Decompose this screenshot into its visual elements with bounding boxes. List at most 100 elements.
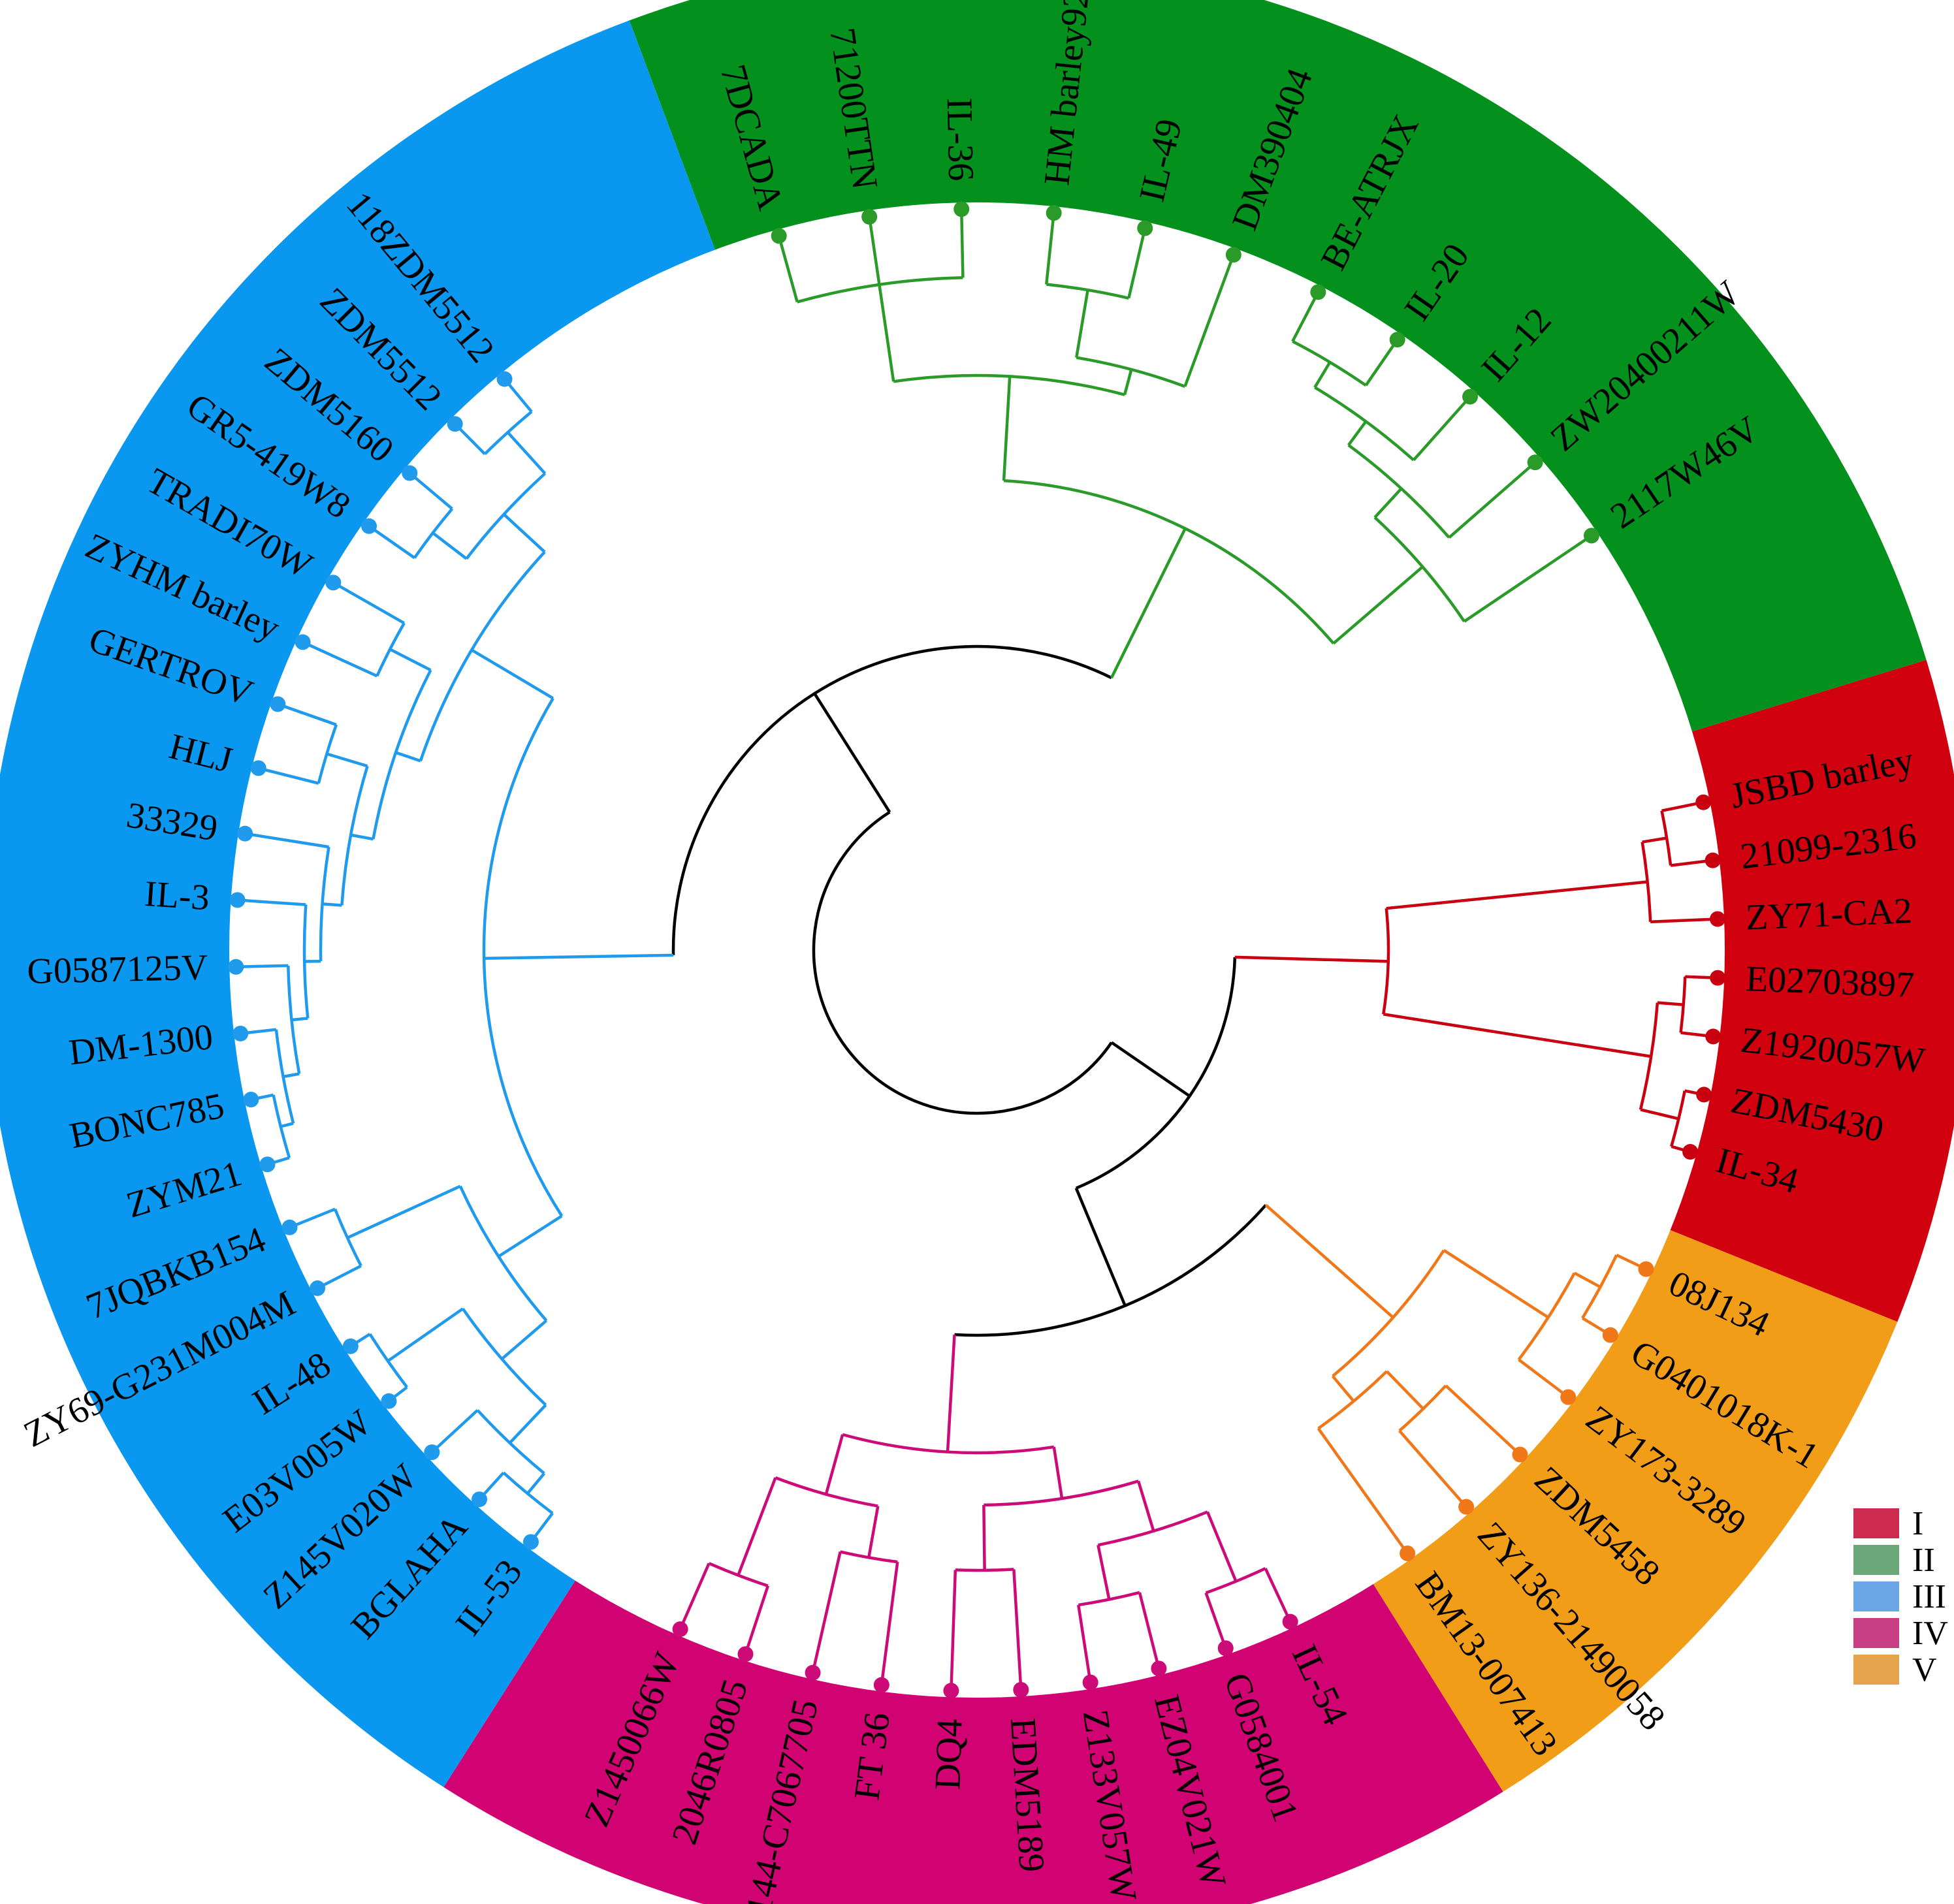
branch-arc-104 [302,904,310,1019]
branch-arc-136 [1003,479,1335,644]
branch-stem-86 [430,1409,479,1453]
tip-dot [1583,528,1599,544]
branch-stem-129 [368,524,416,560]
tip-dot [1462,389,1479,405]
tip-dot [1695,794,1712,810]
branch-stem-72 [813,692,891,813]
tip-dot [424,1444,440,1461]
branch-arc-23 [954,1204,1267,1337]
branch-stem-101 [322,902,342,907]
legend-label-V: V [1912,1651,1937,1689]
leaf-label: EDM5189 [1002,1717,1052,1873]
branch-stem-93 [317,1264,362,1290]
branch-stem-78 [500,1319,548,1360]
branch-arc-47 [1097,1510,1208,1547]
branch-stem-26 [1443,1248,1505,1291]
branch-stem-130 [408,471,453,510]
tip-dot [522,1534,539,1550]
branch-arc-96 [419,550,546,762]
tip-dot [943,1683,959,1699]
tip-dot [1638,1261,1654,1277]
branch-stem-99 [350,833,374,841]
tip-dot [325,575,342,591]
branch-stem-105 [291,1017,308,1022]
branch-stem-149 [1127,228,1147,299]
branch-stem-54 [1097,1544,1111,1600]
tip-dot [243,1091,259,1107]
tip-dot [342,1338,359,1354]
branch-arc-59 [955,1568,1014,1572]
branch-stem-125 [502,513,546,553]
branch-arc-102 [319,846,330,962]
branch-arc-108 [274,1029,295,1124]
tip-dot [1046,205,1062,221]
tip-dot [1310,284,1326,300]
tip-dot [250,760,266,776]
legend-swatch-II [1853,1545,1899,1575]
branch-stem-37 [1385,1370,1424,1410]
legend-label-IV: IV [1912,1615,1948,1652]
branch-stem-46 [1136,1480,1155,1532]
tip-dot [402,465,418,481]
branch-arc-152 [1373,516,1466,622]
branch-stem-39 [1445,1384,1521,1456]
branch-stem-12 [1383,1013,1652,1058]
tip-dot [381,1393,397,1409]
branch-stem-68 [737,1477,777,1576]
branch-stem-157 [1313,361,1332,389]
branch-arc-106 [287,965,301,1074]
tip-dot [1710,911,1726,927]
branch-arc-77 [458,1185,548,1322]
branch-stem-148 [1045,212,1055,285]
branch-arc-73 [671,644,1112,955]
branch-stem-150 [1183,254,1235,387]
branch-stem-120 [277,703,337,727]
branch-arc-2 [1075,957,1237,1190]
leaf-label: G0587125V [27,947,208,992]
branch-arc-6 [1641,842,1652,922]
branch-stem-64 [867,1506,880,1558]
branch-stem-116 [244,832,329,849]
branch-arc-158 [1292,340,1367,387]
branch-stem-82 [526,1472,546,1495]
branch-arc-145 [1076,356,1186,388]
branch-stem-5 [1386,880,1648,910]
branch-stem-127 [432,532,468,560]
tip-dot [228,959,244,975]
branch-stem-161 [1412,396,1471,462]
branch-stem-18 [1640,1108,1679,1120]
branch-stem-67 [811,1551,842,1674]
tip-dot [1389,332,1405,348]
branch-stem-34 [1518,1358,1569,1399]
branch-arc-31 [1581,1254,1618,1319]
tip-dot [310,1280,326,1296]
branch-stem-141 [777,235,799,303]
branch-stem-135 [1110,528,1187,679]
tip-dot [496,371,513,387]
tip-dot [1602,1327,1618,1343]
leaf-label: IL-36 [939,97,982,182]
branch-arc-75 [482,697,564,1217]
tip-dot [1512,1446,1528,1463]
branch-stem-139 [878,284,895,382]
branch-stem-109 [280,1122,294,1128]
branch-stem-143 [959,209,965,278]
branch-stem-53 [1204,1592,1227,1649]
tip-dot [472,1491,488,1508]
branch-arc-126 [465,472,547,560]
branch-arc-98 [372,669,432,840]
branch-arc-63 [775,1476,878,1508]
branch-stem-48 [1206,1511,1221,1543]
branch-stem-162 [1448,461,1537,539]
tip-dot [805,1664,821,1681]
branch-stem-56 [1138,1592,1161,1669]
branch-stem-3 [1234,955,1388,963]
tip-dot [771,228,787,244]
branch-stem-76 [498,1214,563,1258]
branch-arc-45 [984,1480,1139,1507]
branch-arc-4 [1382,908,1390,1015]
branch-stem-1 [1110,1041,1191,1098]
tip-dot [873,1677,889,1693]
branch-arc-43 [842,1433,1055,1455]
branch-arc-81 [476,1409,545,1475]
